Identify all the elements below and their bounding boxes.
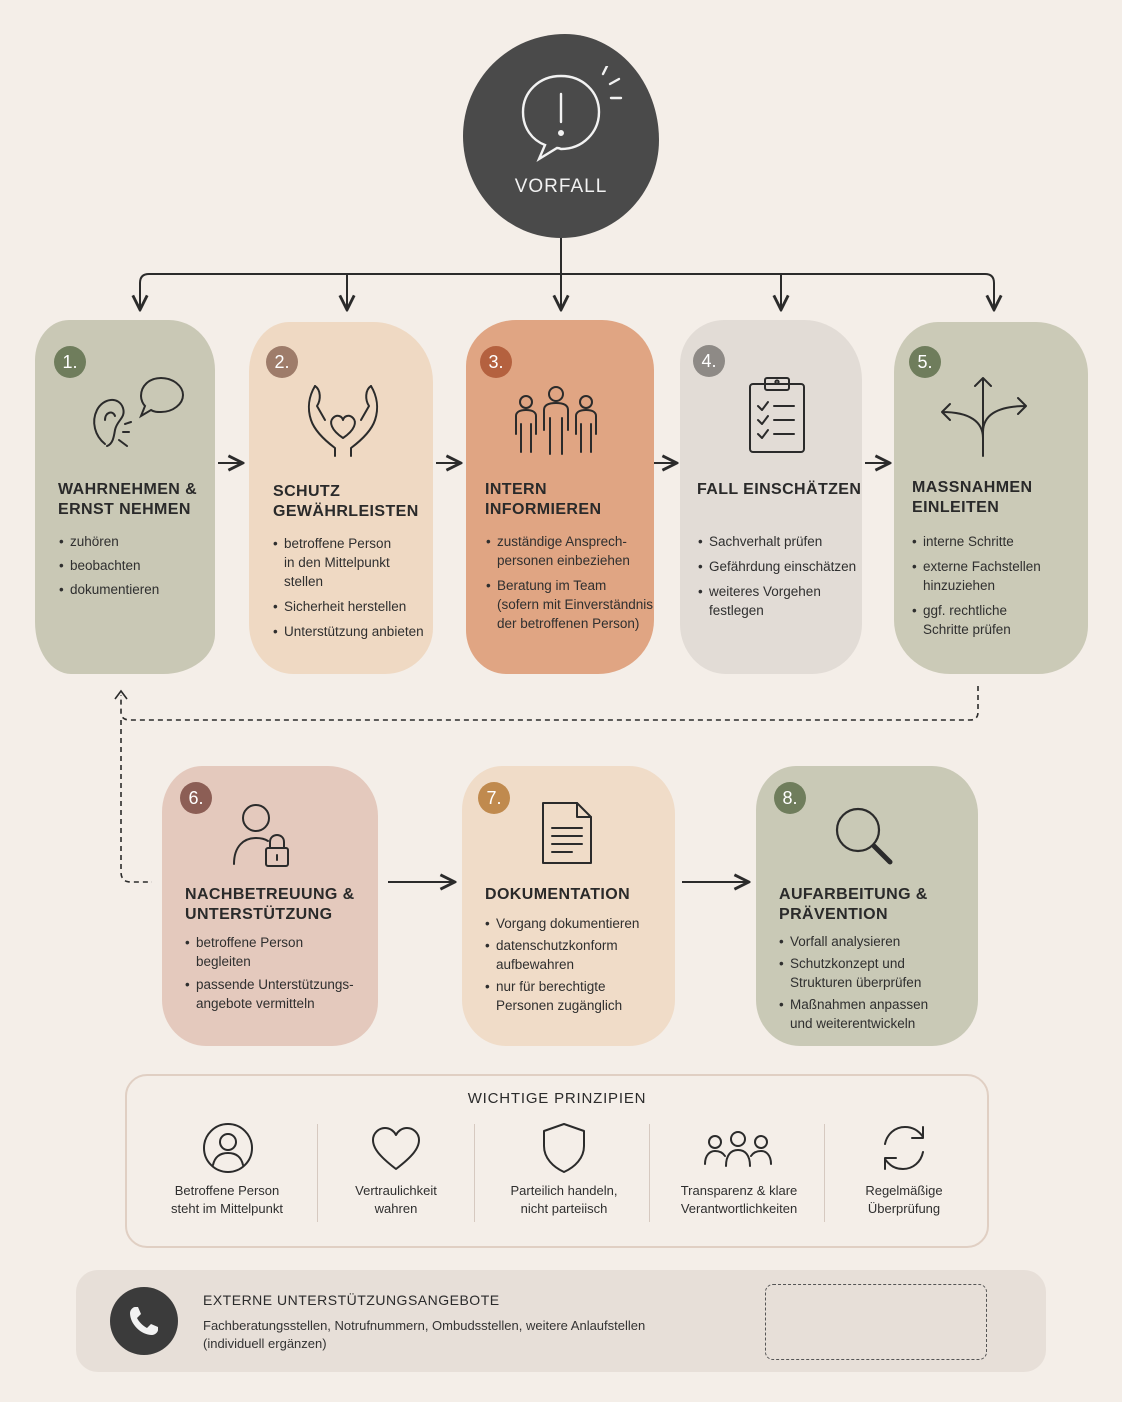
custom-entry-placeholder[interactable]: [765, 1284, 987, 1360]
step-bullets: interne Schritte externe Fachstellen hin…: [912, 532, 1041, 639]
principle-item: Regelmäßige Überprüfung: [834, 1120, 974, 1225]
principle-divider: [824, 1124, 825, 1222]
step-badge: 5.: [909, 346, 941, 378]
principle-item: Transparenz & klare Verantwortlichkeiten: [659, 1120, 819, 1225]
refresh-icon: [884, 1126, 924, 1170]
step-card-6: 6. NACHBETREUUNG & UNTERSTÜTZUNG betroff…: [162, 766, 378, 1046]
person-lock-icon: [233, 804, 289, 867]
ear-and-speech-icon: [93, 376, 185, 447]
step-bullets: Sachverhalt prüfen Gefährdung einschätze…: [698, 532, 856, 620]
phone-icon: [130, 1307, 158, 1335]
step-badge: 2.: [266, 346, 298, 378]
bullet-item: Schutzkonzept und Strukturen überprüfen: [779, 954, 928, 992]
bullet-item: Gefährdung einschätzen: [698, 557, 856, 576]
bullet-item: datenschutzkonform aufbewahren: [485, 936, 639, 974]
step-title: INTERN INFORMIEREN: [485, 481, 602, 518]
person-circle-icon: [203, 1123, 253, 1173]
branching-arrows-icon: [941, 377, 1027, 457]
principle-text: Parteilich handeln, nicht parteiisch: [510, 1183, 618, 1216]
step-badge: 1.: [54, 346, 86, 378]
principles-title: WICHTIGE PRINZIPIEN: [467, 1090, 647, 1107]
shield-icon: [543, 1123, 585, 1173]
alert-speech-bubble-icon: [521, 66, 623, 162]
bullet-item: zuständige Ansprech- personen einbeziehe…: [486, 532, 653, 570]
bullet-item: Vorfall analysieren: [779, 932, 928, 951]
bullet-item: Beratung im Team (sofern mit Einverständ…: [486, 576, 653, 633]
step-bullets: Vorgang dokumentieren datenschutzkonform…: [485, 914, 639, 1015]
bullet-item: betroffene Person in den Mittelpunkt ste…: [273, 534, 424, 591]
step-card-3: 3. INTERN INFORMIEREN zuständige Ansprec…: [466, 320, 654, 674]
bullet-item: passende Unterstützungs- angebote vermit…: [185, 975, 354, 1013]
document-icon: [542, 802, 592, 864]
principle-item: Vertraulichkeit wahren: [327, 1120, 465, 1225]
step-badge: 4.: [693, 345, 725, 377]
step-bullets: zuständige Ansprech- personen einbeziehe…: [486, 532, 653, 633]
bullet-item: Sachverhalt prüfen: [698, 532, 856, 551]
phone-icon-circle: [110, 1287, 178, 1355]
heart-icon: [372, 1127, 420, 1170]
clipboard-checklist-icon: [749, 377, 805, 453]
step-title: SCHUTZ GEWÄHRLEISTEN: [273, 483, 419, 520]
step-bullets: Vorfall analysieren Schutzkonzept und St…: [779, 932, 928, 1033]
external-text: Fachberatungsstellen, Notrufnummern, Omb…: [203, 1318, 646, 1351]
principle-divider: [317, 1124, 318, 1222]
step-card-4: 4. FALL EINSCHÄTZEN Sachverhalt prüfen G…: [680, 320, 862, 674]
principle-text: Transparenz & klare Verantwortlichkeiten: [680, 1183, 798, 1216]
principle-text: Betroffene Person steht im Mittelpunkt: [171, 1183, 283, 1216]
external-support-bar: EXTERNE UNTERSTÜTZUNGSANGEBOTE Fachberat…: [76, 1270, 1046, 1372]
principle-divider: [474, 1124, 475, 1222]
step-bullets: zuhören beobachten dokumentieren: [59, 532, 159, 599]
step-title: FALL EINSCHÄTZEN: [697, 481, 862, 498]
principle-text: Regelmäßige Überprüfung: [865, 1183, 943, 1216]
principle-divider: [649, 1124, 650, 1222]
step-bullets: betroffene Person begleiten passende Unt…: [185, 933, 354, 1013]
bullet-item: weiteres Vorgehen festlegen: [698, 582, 856, 620]
bullet-item: Vorgang dokumentieren: [485, 914, 639, 933]
principle-item: Parteilich handeln, nicht parteiisch: [484, 1120, 644, 1225]
bullet-item: Maßnahmen anpassen und weiterentwickeln: [779, 995, 928, 1033]
bullet-item: betroffene Person begleiten: [185, 933, 354, 971]
bullet-item: dokumentieren: [59, 580, 159, 599]
bullet-item: beobachten: [59, 556, 159, 575]
step-title: DOKUMENTATION: [485, 886, 631, 903]
step-card-7: 7. DOKUMENTATION Vorgang dokumentieren d…: [462, 766, 675, 1046]
step-bullets: betroffene Person in den Mittelpunkt ste…: [273, 534, 424, 641]
step-title: WAHRNEHMEN & ERNST NEHMEN: [58, 481, 198, 518]
principles-panel: WICHTIGE PRINZIPIEN Betroffene Person st…: [125, 1074, 989, 1248]
bullet-item: nur für berechtigte Personen zugänglich: [485, 977, 639, 1015]
step-title: MASSNAHMEN EINLEITEN: [912, 479, 1033, 516]
step-title: NACHBETREUUNG & UNTERSTÜTZUNG: [185, 886, 355, 923]
step-badge: 3.: [480, 346, 512, 378]
bullet-item: externe Fachstellen hinzuziehen: [912, 557, 1041, 595]
bullet-item: zuhören: [59, 532, 159, 551]
incident-node: VORFALL: [463, 34, 659, 238]
branch-line: [139, 273, 995, 308]
bullet-item: Unterstützung anbieten: [273, 622, 424, 641]
hands-heart-icon: [307, 385, 379, 457]
step-card-2: 2. SCHUTZ GEWÄHRLEISTEN betroffene Perso…: [249, 322, 433, 674]
step-card-5: 5. MASSNAHMEN EINLEITEN interne Schritte…: [894, 322, 1088, 674]
step-badge: 6.: [180, 782, 212, 814]
external-title: EXTERNE UNTERSTÜTZUNGSANGEBOTE: [203, 1292, 500, 1308]
bullet-item: Sicherheit herstellen: [273, 597, 424, 616]
step-card-8: 8. AUFARBEITUNG & PRÄVENTION Vorfall ana…: [756, 766, 978, 1046]
team-icon: [515, 386, 597, 455]
group-icon: [704, 1131, 772, 1167]
magnifier-icon: [835, 807, 893, 865]
bullet-item: ggf. rechtliche Schritte prüfen: [912, 601, 1041, 639]
incident-label: VORFALL: [514, 176, 608, 197]
feedback-loop-line: [120, 686, 979, 721]
principle-item: Betroffene Person steht im Mittelpunkt: [147, 1120, 307, 1225]
step-title: AUFARBEITUNG & PRÄVENTION: [779, 886, 928, 923]
step-badge: 7.: [478, 782, 510, 814]
principle-text: Vertraulichkeit wahren: [355, 1183, 437, 1216]
step-badge: 8.: [774, 782, 806, 814]
step-card-1: 1. WAHRNEHMEN & ERNST NEHMEN zuhören beo…: [35, 320, 215, 674]
bullet-item: interne Schritte: [912, 532, 1041, 551]
